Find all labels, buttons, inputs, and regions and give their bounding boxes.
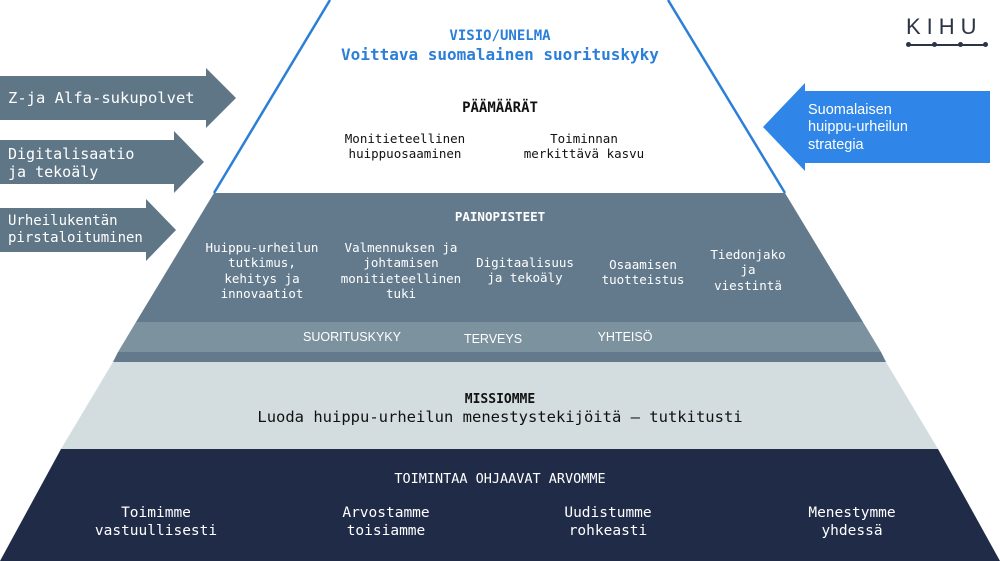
left-arrow-1 (0, 68, 236, 128)
pyramid-top-section (214, 0, 785, 193)
goal-item: Toiminnan merkittävä kasvu (523, 131, 645, 162)
goal-item: Monitieteellinen huippuosaaminen (344, 131, 466, 162)
focus-item: Huippu-urheilun tutkimus, kehitys ja inn… (205, 240, 319, 301)
logo-dot (983, 42, 988, 47)
vision-text: Voittava suomalainen suorituskyky (341, 45, 659, 64)
value-item: Menestymme yhdessä (808, 505, 896, 539)
pillar-label: YHTEISÖ (597, 330, 653, 344)
pyramid-pillars-band (118, 322, 881, 352)
right-arrow (763, 83, 990, 171)
value-item: Arvostamme toisiamme (342, 505, 430, 539)
left-arrow-label: Digitalisaatio ja tekoäly (8, 145, 135, 181)
pyramid-values-section (0, 449, 1000, 561)
right-arrow-label: Suomalaisen huippu-urheilun strategia (808, 102, 908, 153)
left-arrow-3 (0, 199, 176, 261)
focus-item: Digitaalisuus ja tekoäly (476, 255, 574, 286)
logo-text: KIHU (906, 14, 983, 39)
left-arrow-label: Z-ja Alfa-sukupolvet (8, 89, 195, 107)
pyramid-mission-section (61, 362, 938, 449)
left-arrow-2 (0, 131, 204, 193)
value-item: Uudistumme rohkeasti (564, 505, 652, 539)
pyramid-focus-section (136, 193, 863, 322)
focus-heading: PAINOPISTEET (454, 209, 546, 224)
kihu-logo: KIHU (906, 14, 988, 47)
logo-underline (908, 44, 986, 46)
mission-text: Luoda huippu-urheilun menestystekijöitä … (257, 408, 743, 426)
left-arrow-label: Urheilukentän pirstaloituminen (8, 213, 143, 246)
pillar-label: TERVEYS (463, 332, 523, 346)
pyramid-divider (113, 352, 886, 362)
pyramid-right-edge (666, 0, 787, 194)
goals-heading: PÄÄMÄÄRÄT (462, 100, 538, 116)
logo-dot (906, 42, 911, 47)
logo-dot (958, 42, 963, 47)
focus-item: Tiedonjako ja viestintä (710, 247, 786, 293)
vision-heading: VISIO/UNELMA (449, 28, 551, 44)
logo-dot (932, 42, 937, 47)
mission-heading: MISSIOMME (464, 392, 536, 407)
focus-item: Osaamisen tuotteistus (601, 257, 685, 288)
values-heading: TOIMINTAA OHJAAVAT ARVOMME (394, 471, 606, 487)
focus-item: Valmennuksen ja johtamisen monitieteelli… (340, 240, 462, 301)
pyramid-left-edge (212, 0, 332, 194)
pillar-label: SUORITUSKYKY (303, 330, 401, 344)
value-item: Toimimme vastuullisesti (94, 505, 218, 539)
